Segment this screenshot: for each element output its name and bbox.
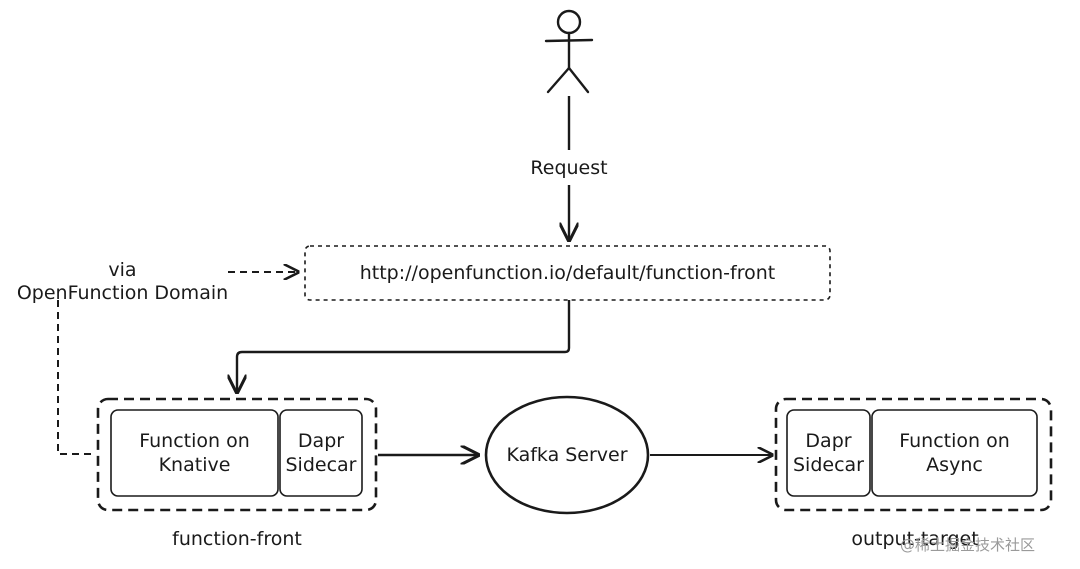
dapr-left-label: Dapr Sidecar: [280, 410, 362, 496]
knative-box: [110, 409, 279, 497]
url-box: [304, 245, 831, 301]
request-label: Request: [530, 157, 608, 179]
knative-label: Function on Knative: [111, 410, 278, 496]
url-label: http://openfunction.io/default/function-…: [359, 262, 776, 284]
dapr-right-label-line2: Sidecar: [793, 454, 864, 476]
user-stick-figure-icon: [544, 9, 594, 94]
async-box: [871, 409, 1038, 497]
url-to-front-arrow: [237, 300, 571, 392]
dapr-right-label: Dapr Sidecar: [787, 410, 870, 496]
dapr-left-label-line1: Dapr: [297, 430, 345, 452]
async-label-line2: Async: [926, 454, 983, 476]
via-dashed-connector: [57, 300, 95, 455]
knative-label-line1: Function on: [139, 430, 250, 452]
dapr-right-box: [786, 409, 871, 497]
kafka-server-node: [484, 395, 650, 515]
function-front-outer-box: [96, 397, 378, 512]
dapr-right-label-line1: Dapr: [805, 430, 852, 452]
output-target-label: output-target: [851, 528, 979, 550]
knative-label-line2: Knative: [158, 454, 231, 476]
output-target-outer-box: [774, 397, 1053, 512]
kafka-label: Kafka Server: [506, 444, 628, 466]
async-label: Function on Async: [872, 410, 1037, 496]
via-label-line1: via: [108, 259, 137, 281]
via-label-line2: OpenFunction Domain: [16, 282, 229, 304]
dapr-left-box: [279, 409, 363, 497]
watermark: @稀土掘金技术社区: [900, 536, 1036, 554]
dapr-left-label-line2: Sidecar: [285, 454, 357, 476]
function-front-label: function-front: [172, 528, 302, 550]
async-label-line1: Function on: [899, 430, 1010, 452]
